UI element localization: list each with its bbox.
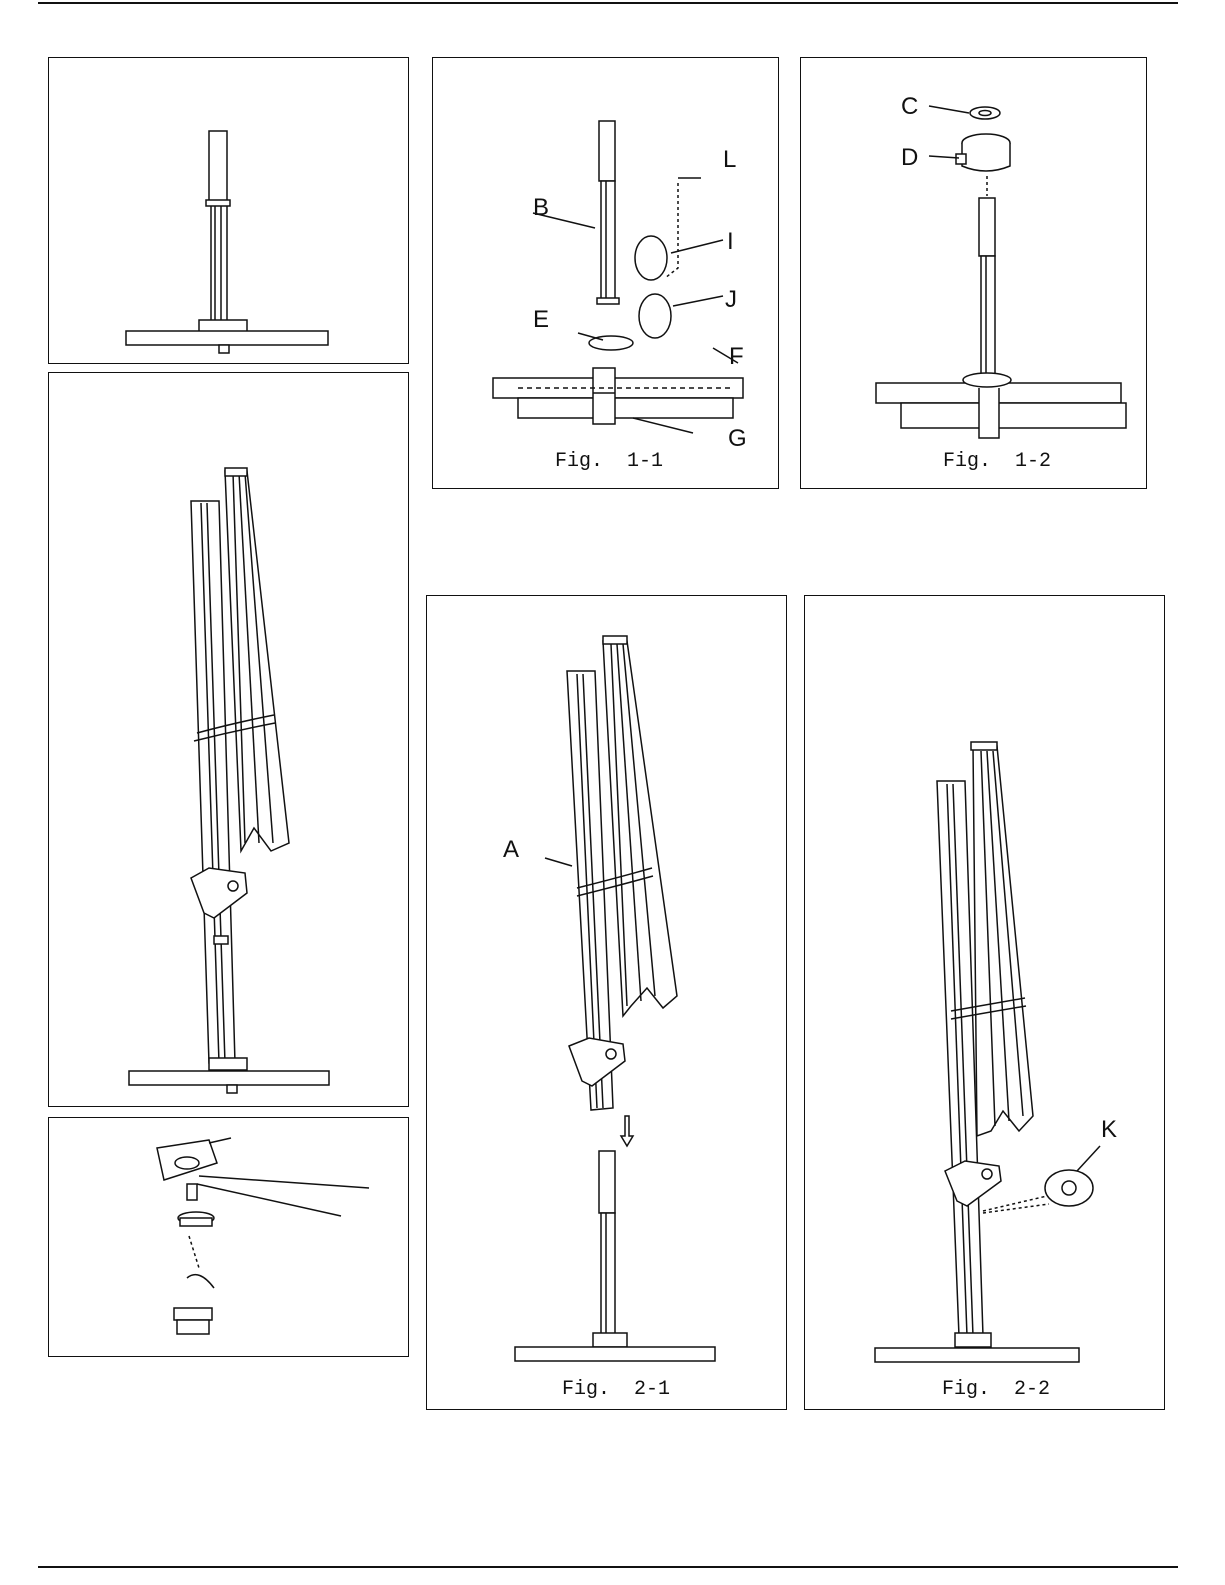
label-k: K xyxy=(1101,1116,1117,1144)
umbrella-full-illustration xyxy=(49,373,410,1108)
label-j: J xyxy=(725,286,737,314)
top-rule xyxy=(38,2,1178,4)
label-i: I xyxy=(727,228,734,256)
caption-fig-2-2: Fig. 2-2 xyxy=(942,1378,1050,1401)
bottom-rule xyxy=(38,1566,1178,1568)
fig-2-2-illustration xyxy=(805,596,1166,1411)
caption-fig-1-2: Fig. 1-2 xyxy=(943,450,1051,473)
handle-detail-illustration xyxy=(49,1118,410,1358)
label-l: L xyxy=(723,146,736,174)
label-d: D xyxy=(901,144,918,172)
panel-fig-1-2: C D Fig. 1-2 xyxy=(800,57,1147,489)
panel-handle-detail xyxy=(48,1117,409,1357)
caption-fig-2-1: Fig. 2-1 xyxy=(562,1378,670,1401)
label-f: F xyxy=(729,343,744,371)
panel-umbrella-full xyxy=(48,372,409,1107)
panel-base-pole xyxy=(48,57,409,364)
label-e: E xyxy=(533,306,549,334)
label-b: B xyxy=(533,194,549,222)
panel-fig-1-1: B E L I J F G Fig. 1-1 xyxy=(432,57,779,489)
label-a: A xyxy=(503,836,519,864)
panel-fig-2-1: A Fig. 2-1 xyxy=(426,595,787,1410)
label-g: G xyxy=(728,425,747,453)
base-pole-illustration xyxy=(49,58,410,365)
panel-fig-2-2: K Fig. 2-2 xyxy=(804,595,1165,1410)
fig-1-2-illustration xyxy=(801,58,1148,490)
label-c: C xyxy=(901,93,918,121)
fig-2-1-illustration xyxy=(427,596,788,1411)
caption-fig-1-1: Fig. 1-1 xyxy=(555,450,663,473)
